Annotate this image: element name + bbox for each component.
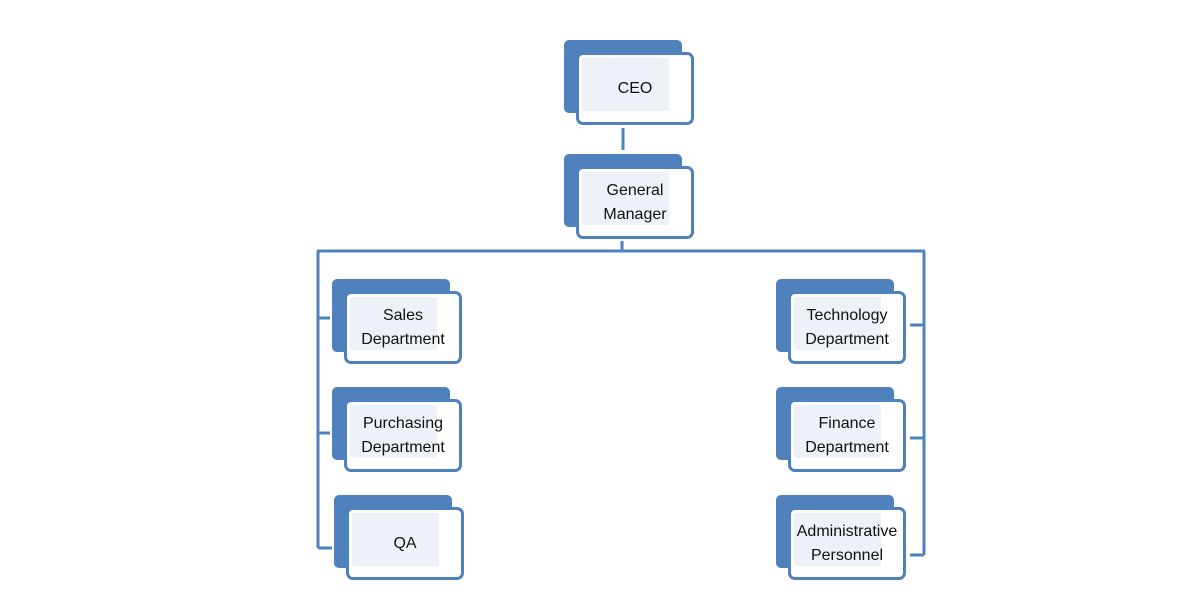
qa-label: QA bbox=[393, 534, 417, 552]
administrative-personnel-label: Administrative Personnel bbox=[796, 522, 898, 564]
sales-department-label: Sales Department bbox=[361, 306, 445, 348]
technology-department-label: Technology Department bbox=[805, 306, 889, 348]
ceo-label: CEO bbox=[617, 79, 653, 97]
purchasing-department-label: Purchasing Department bbox=[361, 414, 445, 456]
general-manager-label: General Manager bbox=[603, 181, 667, 223]
finance-department-label: Finance Department bbox=[805, 414, 889, 456]
